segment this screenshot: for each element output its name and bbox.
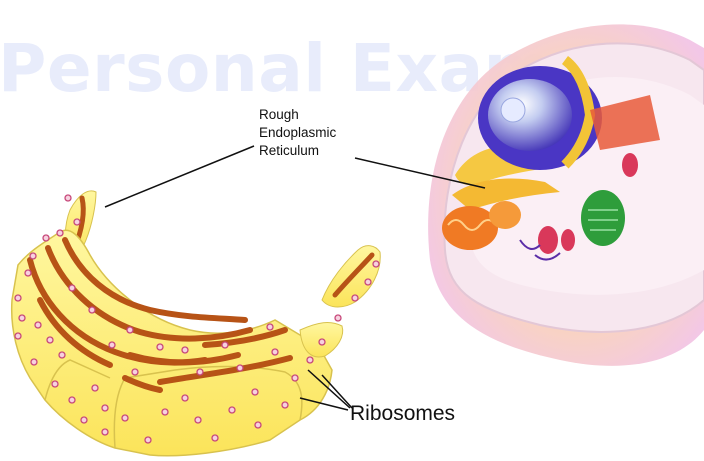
rer-line-1: Rough [259,106,336,124]
ribosomes-label: Ribosomes [350,402,455,426]
rough-er-label: Rough Endoplasmic Reticulum [259,106,336,160]
rough-er-diagram [12,191,381,456]
cell-diagram [428,24,704,366]
rer-line-3: Reticulum [259,142,336,160]
rer-line-2: Endoplasmic [259,124,336,142]
